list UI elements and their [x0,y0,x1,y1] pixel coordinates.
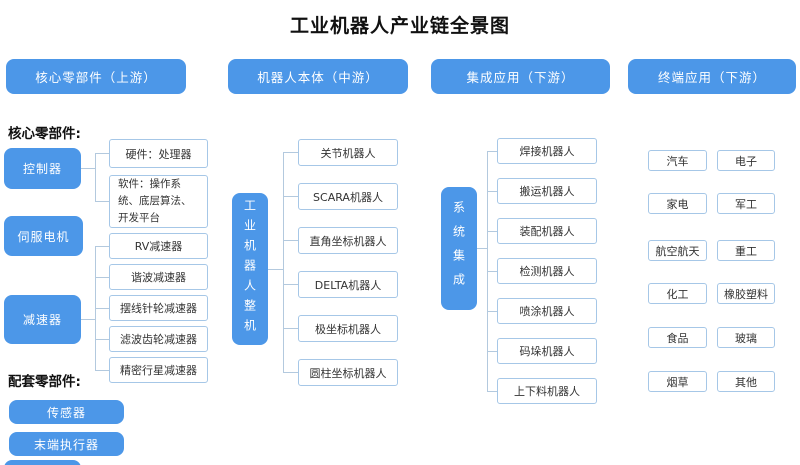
connector-line [487,311,497,312]
node-harmonic-reducer: 谐波减速器 [109,264,208,290]
connector-line [283,372,298,373]
connector-line [487,191,497,192]
connector-line [95,153,96,202]
app-glass: 玻璃 [717,327,775,348]
header-upstream: 核心零部件（上游） [6,59,186,94]
node-cylindrical-robot: 圆柱坐标机器人 [298,359,398,386]
header-application: 终端应用（下游） [628,59,796,94]
connector-line [283,196,298,197]
connector-line [477,248,487,249]
connector-line [81,168,95,169]
node-rv-reducer: RV减速器 [109,233,208,259]
app-aerospace: 航空航天 [648,240,707,261]
connector-line [487,351,497,352]
node-articulated-robot: 关节机器人 [298,139,398,166]
header-integration: 集成应用（下游） [431,59,610,94]
node-filter-gear-reducer: 滤波齿轮减速器 [109,326,208,352]
connector-line [95,308,109,309]
node-software: 软件：操作系统、底层算法、开发平台 [109,175,208,228]
connector-line [95,153,109,154]
node-servo-motor: 伺服电机 [4,216,83,256]
app-chemical: 化工 [648,283,707,304]
node-planetary-reducer: 精密行星减速器 [109,357,208,383]
app-military: 军工 [717,193,775,214]
node-welding-robot: 焊接机器人 [497,138,597,164]
node-spraying-robot: 喷涂机器人 [497,298,597,324]
app-food: 食品 [648,327,707,348]
cropped-box [4,460,81,465]
node-system-integration: 系统集成 [441,187,477,310]
connector-line [283,152,298,153]
connector-line [487,231,497,232]
connector-line [283,240,298,241]
app-tobacco: 烟草 [648,371,707,392]
node-assembly-robot: 装配机器人 [497,218,597,244]
core-parts-label: 核心零部件: [8,126,81,142]
node-polar-robot: 极坐标机器人 [298,315,398,342]
app-rubber-plastic: 橡胶塑料 [717,283,775,304]
connector-line [95,246,109,247]
node-robot-complete-machine: 工业机器人整机 [232,193,268,345]
node-reducer: 减速器 [4,295,81,344]
node-cycloid-reducer: 摆线针轮减速器 [109,295,208,321]
connector-line [487,391,497,392]
node-handling-robot: 搬运机器人 [497,178,597,204]
node-hardware: 硬件：处理器 [109,139,208,168]
app-automotive: 汽车 [648,150,707,171]
connector-line [487,271,497,272]
node-palletizing-robot: 码垛机器人 [497,338,597,364]
connector-line [81,319,95,320]
connector-line [487,151,497,152]
connector-line [95,277,109,278]
node-cartesian-robot: 直角坐标机器人 [298,227,398,254]
connector-line [95,370,109,371]
header-midstream: 机器人本体（中游） [228,59,408,94]
page-title: 工业机器人产业链全景图 [289,15,510,37]
connector-line [283,152,284,373]
connector-line [95,339,109,340]
connector-line [95,201,109,202]
node-delta-robot: DELTA机器人 [298,271,398,298]
app-heavy-industry: 重工 [717,240,775,261]
node-sensor: 传感器 [9,400,124,424]
support-parts-label: 配套零部件: [8,374,81,390]
app-electronics: 电子 [717,150,775,171]
app-other: 其他 [717,371,775,392]
node-controller: 控制器 [4,148,81,189]
connector-line [283,328,298,329]
app-home-appliance: 家电 [648,193,707,214]
node-inspection-robot: 检测机器人 [497,258,597,284]
node-end-effector: 末端执行器 [9,432,124,456]
node-loading-robot: 上下料机器人 [497,378,597,404]
node-scara-robot: SCARA机器人 [298,183,398,210]
connector-line [268,269,283,270]
connector-line [283,284,298,285]
